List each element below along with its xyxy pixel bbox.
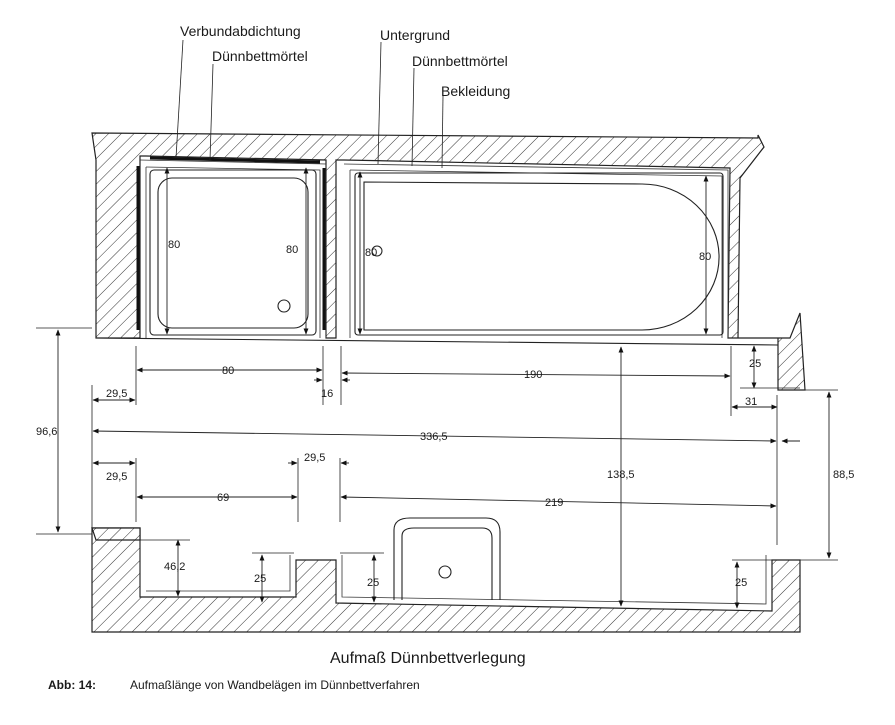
wall-upper <box>91 132 806 391</box>
seal-lines <box>136 156 326 330</box>
label-bekleidung: Bekleidung <box>441 83 510 99</box>
dim-room-depth-middle: 138,5 <box>607 469 635 481</box>
dim-column-width: 29,5 <box>304 452 325 464</box>
dim-bottom-recess-middle-b: 25 <box>367 577 379 589</box>
figure-caption-text: Aufmaßlänge von Wandbelägen im Dünnbettv… <box>130 678 420 692</box>
dim-shower-depth-right: 80 <box>286 244 298 256</box>
dim-offset-top-left: 29,5 <box>106 388 127 400</box>
wall-corner-left <box>91 527 141 541</box>
dim-bottom-recess-middle-a: 25 <box>254 573 266 585</box>
wall-lower <box>91 527 801 633</box>
dim-offset-right: 31 <box>745 396 757 408</box>
dim-shower-depth-left: 80 <box>168 239 180 251</box>
dimension-lines <box>36 167 838 609</box>
label-duennbettmoertel-left: Dünnbettmörtel <box>212 48 308 64</box>
floor-edge-top <box>95 337 779 346</box>
dim-bottom-recess-left: 46,2 <box>164 561 185 573</box>
dim-total-width: 336,5 <box>420 431 448 443</box>
washbasin <box>393 517 501 600</box>
dimension-values: 80 80 80 80 80 190 16 25 29,5 31 336,5 9… <box>36 239 854 589</box>
label-untergrund: Untergrund <box>380 27 450 43</box>
tile-lining <box>139 159 767 605</box>
dim-recess-depth-right: 25 <box>749 358 761 370</box>
dim-partition: 16 <box>321 388 333 400</box>
label-verbundabdichtung: Verbundabdichtung <box>180 23 301 39</box>
bathtub <box>354 172 724 336</box>
dim-tub-depth-left: 80 <box>365 247 377 259</box>
dim-room-depth-left: 96,6 <box>36 426 57 438</box>
dim-bottom-recess-right: 25 <box>735 577 747 589</box>
dim-tub-length: 190 <box>524 369 542 381</box>
label-duennbettmoertel-right: Dünnbettmörtel <box>412 53 508 69</box>
label-leaders <box>175 39 444 169</box>
walls <box>91 132 806 633</box>
figure-caption: Abb: 14: Aufmaßlänge von Wandbelägen im D… <box>48 678 420 692</box>
component-labels: Verbundabdichtung Dünnbettmörtel Untergr… <box>180 23 510 99</box>
dim-tub-depth-right: 80 <box>699 251 711 263</box>
dim-shower-width: 80 <box>222 365 234 377</box>
dim-room-depth-right: 88,5 <box>833 469 854 481</box>
figure-title: Aufmaß Dünnbettverlegung <box>330 650 526 667</box>
dim-offset-bottom-left: 29,5 <box>106 471 127 483</box>
dim-wall-segment-right: 219 <box>545 497 563 509</box>
figure-reference: Abb: 14: <box>48 678 96 692</box>
dim-wall-segment-left: 69 <box>217 492 229 504</box>
